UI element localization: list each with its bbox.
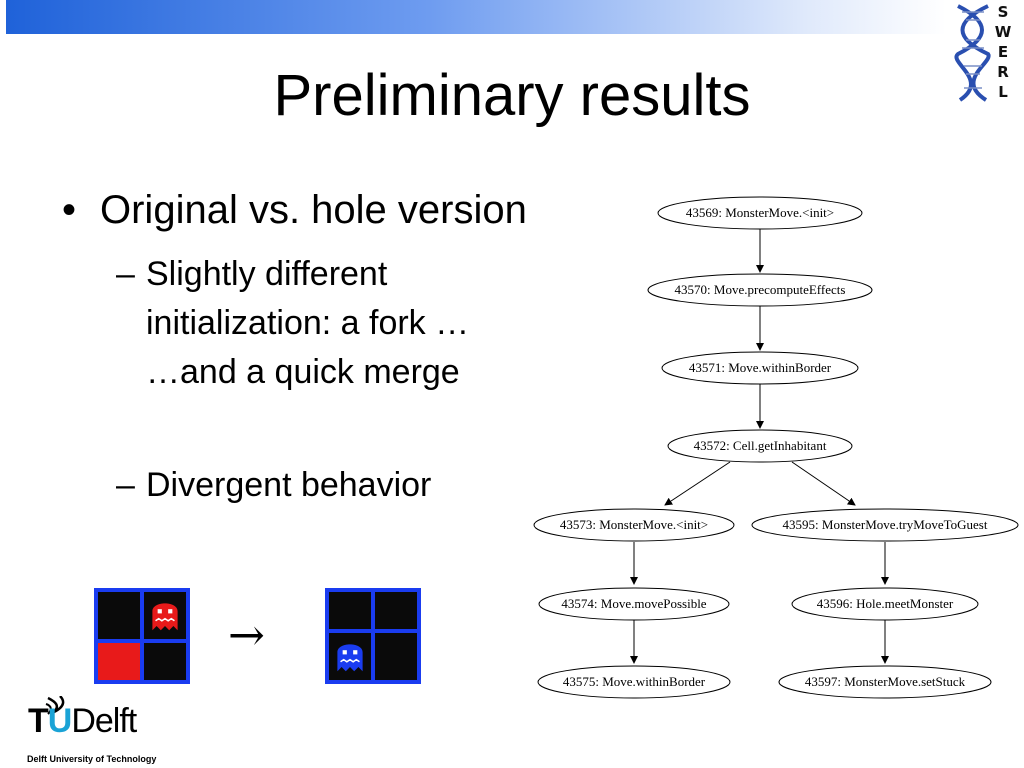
graph-node: 43595: MonsterMove.tryMoveToGuest [751,508,1019,542]
graph-node-label: 43575: Move.withinBorder [563,674,706,689]
graph-node-label: 43569: MonsterMove.<init> [686,205,834,220]
sub-bullet-line: Slightly different [146,255,388,293]
board-cell [329,592,371,629]
sub-bullet-marker: – [116,466,135,504]
bullet-marker: • [62,188,77,232]
tudelft-subtitle: Delft University of Technology [27,754,157,764]
board-cell-red [98,643,140,680]
transition-arrow: → [228,610,265,661]
call-graph: 43569: MonsterMove.<init> 43570: Move.pr… [533,196,1019,699]
graph-node-label: 43574: Move.movePossible [561,596,706,611]
sub-bullet-line: Divergent behavior [146,466,432,504]
board-cell [375,592,417,629]
tudelft-delft: Delft [71,702,137,740]
graph-node: 43596: Hole.meetMonster [791,587,979,621]
sub-bullet-line: initialization: a fork … [146,304,470,342]
graph-node: 43597: MonsterMove.setStuck [778,665,992,699]
red-ghost-icon [152,603,178,631]
board-cell [98,592,140,639]
swerl-letter: E [997,43,1009,61]
swerl-letter: L [998,83,1008,101]
graph-node-label: 43597: MonsterMove.setStuck [805,674,966,689]
swerl-letter: S [997,3,1009,21]
swerl-letter: W [994,23,1012,41]
graph-node-label: 43596: Hole.meetMonster [817,596,954,611]
graph-node-label: 43570: Move.precomputeEffects [675,282,846,297]
sub-bullet-divergent: –Divergent behavior [116,461,431,510]
graph-node: 43569: MonsterMove.<init> [657,196,863,230]
board-after [325,588,421,684]
graph-node: 43575: Move.withinBorder [537,665,731,699]
main-bullet: • Original vs. hole version [62,188,527,233]
graph-edge [791,461,856,506]
board-before [94,588,190,684]
graph-node-label: 43572: Cell.getInhabitant [694,438,827,453]
swerl-letter: R [997,63,1009,81]
graph-node: 43574: Move.movePossible [538,587,730,621]
tudelft-u: U [47,702,73,740]
board-cell [329,633,371,680]
sub-bullet-marker: – [116,255,135,293]
sub-bullet-fork: –Slightly different initialization: a fo… [116,250,469,397]
swerl-dna-logo [954,4,991,102]
header-gradient-band [6,0,946,34]
tudelft-flame-logo [45,696,65,715]
tudelft-t: T [28,702,49,740]
swerl-letters: S W E R L [994,2,1012,102]
graph-node: 43570: Move.precomputeEffects [647,273,873,307]
board-cell [144,643,186,680]
graph-edge [664,461,731,506]
board-cell [375,633,417,680]
board-cell [144,592,186,639]
main-bullet-text: Original vs. hole version [100,188,527,232]
sub-bullet-line: …and a quick merge [146,353,460,391]
tudelft-wordmark: TUDelft [28,702,137,741]
graph-node: 43573: MonsterMove.<init> [533,508,735,542]
blue-ghost-icon [337,644,363,672]
graph-node: 43571: Move.withinBorder [661,351,859,385]
graph-node-label: 43595: MonsterMove.tryMoveToGuest [783,517,988,532]
graph-node-label: 43571: Move.withinBorder [689,360,832,375]
graph-node: 43572: Cell.getInhabitant [667,429,853,463]
graph-node-label: 43573: MonsterMove.<init> [560,517,708,532]
slide-title: Preliminary results [273,63,751,128]
